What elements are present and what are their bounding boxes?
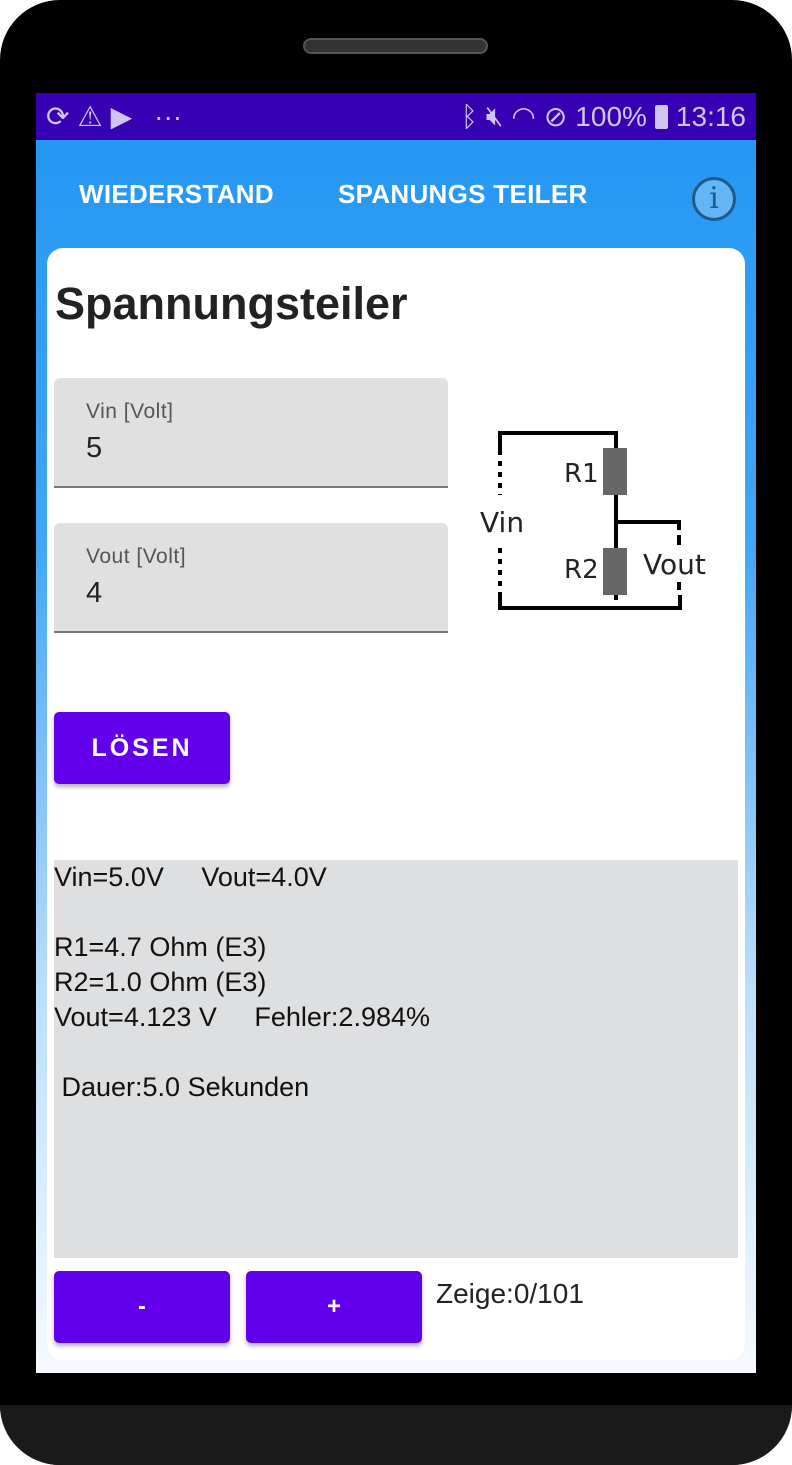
info-icon[interactable]: i — [692, 177, 736, 221]
result-line: Vout=4.123 V Fehler:2.984% — [54, 1002, 431, 1032]
phone-bezel — [0, 1405, 792, 1465]
r2-label: R2 — [564, 555, 599, 585]
result-line: R1=4.7 Ohm (E3) — [54, 932, 267, 962]
sync-icon: ⟳ — [46, 101, 70, 132]
vin-label: Vin [Volt] — [86, 400, 174, 423]
r1-label: R1 — [564, 459, 599, 489]
voltage-divider-diagram: R1 R2 Vin Vout — [480, 431, 706, 610]
result-line: Vin=5.0V Vout=4.0V — [54, 862, 327, 892]
battery-icon — [654, 104, 668, 129]
result-counter: Zeige:0/101 — [436, 1278, 584, 1309]
solve-button[interactable]: LÖSEN — [54, 712, 230, 784]
screen: ⟳ ⚠ ▶ ··· ᛒ 🔇︎ ◠ ⊘ 100% 13:16 WIEDERSTAN… — [36, 93, 756, 1373]
result-panel: Vin=5.0V Vout=4.0V R1=4.7 Ohm (E3) R2=1.0 … — [54, 860, 738, 1258]
previous-button[interactable]: - — [54, 1271, 230, 1343]
status-bar: ⟳ ⚠ ▶ ··· ᛒ 🔇︎ ◠ ⊘ 100% 13:16 — [36, 93, 756, 140]
speaker — [303, 38, 488, 54]
r1-resistor — [603, 448, 627, 495]
youtube-icon: ▶ — [110, 101, 133, 132]
more-icon: ··· — [154, 100, 183, 132]
clock: 13:16 — [675, 100, 746, 132]
mute-icon: 🔇︎ — [485, 100, 504, 131]
tab-wiederstand[interactable]: WIEDERSTAND — [79, 178, 274, 209]
vin-value[interactable]: 5 — [86, 432, 103, 464]
vin-diagram-label: Vin — [480, 506, 524, 539]
content-card: Spannungsteiler Vin [Volt] 5 Vout [Volt]… — [47, 248, 745, 1360]
r2-resistor — [603, 548, 627, 595]
bluetooth-icon: ᛒ — [460, 100, 478, 132]
tab-spanungs-teiler[interactable]: SPANUNGS TEILER — [337, 178, 588, 209]
battery-percent: 100% — [575, 100, 647, 132]
vout-value[interactable]: 4 — [86, 577, 103, 609]
page-title: Spannungsteiler — [55, 278, 408, 329]
warning-icon: ⚠ — [77, 101, 103, 132]
vout-field[interactable]: Vout [Volt] 4 — [54, 523, 448, 633]
wifi-icon: ◠ — [511, 101, 536, 132]
result-line: R2=1.0 Ohm (E3) — [54, 967, 267, 997]
result-line — [54, 1035, 738, 1070]
result-line: Dauer:5.0 Sekunden — [54, 1072, 310, 1102]
app-bar: WIEDERSTAND SPANUNGS TEILER i — [36, 140, 756, 248]
vout-label: Vout [Volt] — [86, 545, 187, 568]
result-line — [54, 895, 738, 930]
vout-diagram-label: Vout — [643, 548, 706, 581]
do-not-disturb-icon: ⊘ — [543, 101, 568, 132]
vin-field[interactable]: Vin [Volt] 5 — [54, 378, 448, 488]
next-button[interactable]: + — [246, 1271, 422, 1343]
